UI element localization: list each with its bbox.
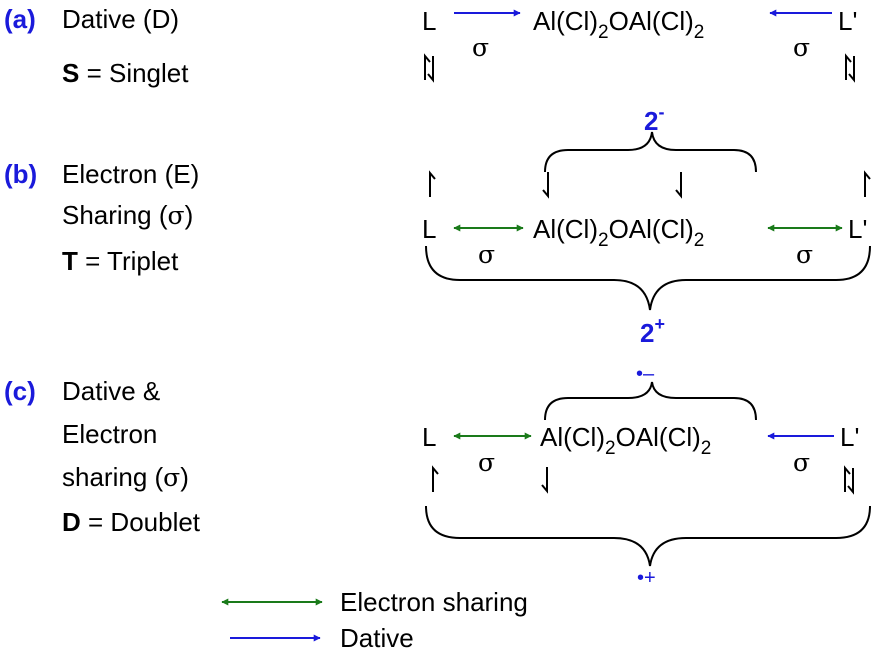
section-name-a: Dative (D): [62, 4, 179, 34]
spin-pair-right-a: [845, 53, 855, 83]
ligand-right-b: L': [848, 214, 867, 244]
spin-right-b: [864, 170, 871, 197]
charge-total-b: 2+: [640, 314, 665, 348]
ligand-right-a: L': [838, 6, 857, 36]
section-label-b: (b): [4, 159, 37, 189]
section-name-c: Dative &: [62, 376, 160, 406]
state-line-a: S = Singlet: [62, 58, 189, 88]
state-letter-b: T: [62, 246, 78, 276]
section-name3-c: sharing (σ): [62, 462, 189, 492]
charge-core-c: •–: [636, 363, 655, 385]
spin-core1-b: [542, 172, 549, 199]
spin-core2-b: [675, 172, 682, 199]
sigma-left-c: σ: [478, 448, 495, 477]
brace-core-b: [544, 131, 757, 173]
state-letter-a: S: [62, 58, 79, 88]
ligand-left-a: L: [422, 6, 436, 36]
sigma-left-a: σ: [472, 33, 489, 62]
spin-core-c: [541, 467, 548, 494]
core-b: Al(Cl)2OAl(Cl)2: [533, 214, 704, 251]
brace-total-c: [425, 505, 871, 567]
state-name-b: = Triplet: [78, 246, 179, 276]
sigma-left-b: σ: [478, 240, 495, 269]
legend: Electron sharing Dative: [221, 587, 528, 653]
legend-dative-label: Dative: [340, 623, 414, 653]
sigma-right-c: σ: [793, 448, 810, 477]
section-label-c: (c): [4, 376, 36, 406]
section-name-b: Electron (E): [62, 159, 199, 189]
spin-pair-right-c: [844, 465, 854, 495]
state-name-a: = Singlet: [79, 58, 189, 88]
spin-pair-left-a: [424, 53, 434, 83]
brace-total-b: [425, 245, 871, 311]
sigma-right-b: σ: [796, 240, 813, 269]
state-line-c: D = Doublet: [62, 507, 201, 537]
charge-total-c: •+: [637, 567, 656, 589]
core-c: Al(Cl)2OAl(Cl)2: [540, 422, 711, 459]
section-name2-b: Sharing (σ): [62, 200, 193, 230]
state-name-c: = Doublet: [81, 507, 201, 537]
section-a: (a) Dative (D) S = Singlet L Al(Cl)2OAl(…: [4, 4, 857, 88]
core-a: Al(Cl)2OAl(Cl)2: [533, 6, 704, 43]
state-letter-c: D: [62, 507, 81, 537]
section-c: (c) Dative & Electron sharing (σ) D = Do…: [4, 363, 871, 589]
section-label-a: (a): [4, 4, 36, 34]
ligand-left-c: L: [422, 422, 436, 452]
spin-left-c: [432, 465, 439, 492]
brace-core-c: [544, 381, 757, 421]
legend-sharing-label: Electron sharing: [340, 587, 528, 617]
spin-left-b: [429, 170, 436, 197]
ligand-left-b: L: [422, 214, 436, 244]
ligand-right-c: L': [840, 422, 859, 452]
section-b: (b) Electron (E) Sharing (σ) T = Triplet…: [4, 102, 871, 348]
state-line-b: T = Triplet: [62, 246, 179, 276]
section-name2-c: Electron: [62, 419, 157, 449]
sigma-right-a: σ: [793, 33, 810, 62]
charge-core-b: 2-: [644, 102, 664, 136]
